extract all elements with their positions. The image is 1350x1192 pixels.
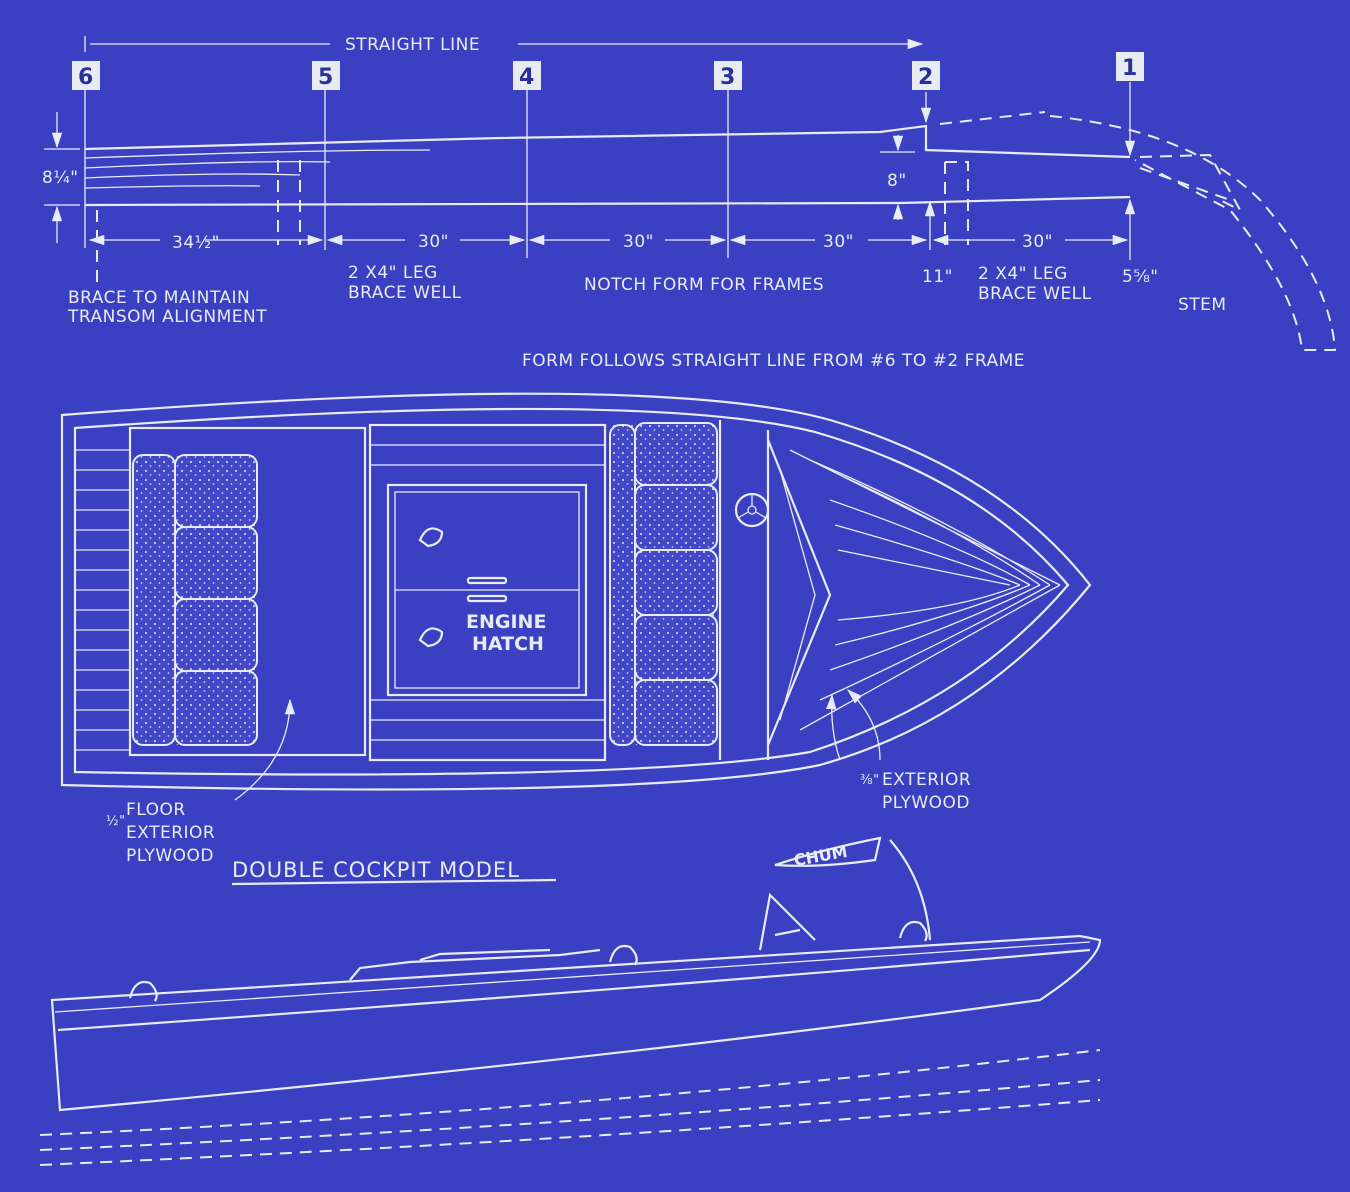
note-stem: STEM [1178, 295, 1227, 315]
floor-line2: EXTERIOR [126, 823, 215, 843]
frame-3-label: 3 [720, 65, 735, 90]
deck-fraction: ⅜" [860, 773, 880, 788]
deck-line2: PLYWOOD [882, 793, 970, 813]
drawing-title: DOUBLE COCKPIT MODEL [232, 858, 520, 882]
plan-view: ENGINE HATCH ½" FLOOR EXTERIOR PLYWOOD [60, 392, 1092, 866]
note-leg-aft-line2: BRACE WELL [348, 283, 462, 303]
note-leg-aft-line1: 2 X4" LEG [348, 263, 438, 283]
frame-1-label: 1 [1122, 56, 1137, 81]
floor-line1: FLOOR [126, 800, 186, 820]
steering-wheel-icon [734, 492, 770, 528]
pennant-flag [774, 836, 882, 867]
hatch-vent-icon[interactable] [418, 527, 444, 648]
dim-span-3-2: 30" [823, 232, 854, 252]
side-view: CHUM [39, 836, 1102, 1166]
aft-deck-planks [75, 449, 130, 751]
windshield [766, 439, 832, 746]
dim-stem-offset: 5⅝" [1122, 267, 1159, 287]
aft-seat-cushions [132, 454, 258, 746]
note-leg-fwd-line2: BRACE WELL [978, 284, 1092, 304]
note-form-follows: FORM FOLLOWS STRAIGHT LINE FROM #6 TO #2… [522, 351, 1025, 371]
form-elevation: STRAIGHT LINE 6 5 4 3 2 1 8¼" [42, 35, 1337, 371]
dim-span-5-4: 30" [418, 232, 449, 252]
dim-aft-span: 34½" [172, 233, 220, 253]
dim-height-fwd: 8" [887, 171, 907, 191]
frame-markers: 6 5 4 3 2 1 [72, 52, 1144, 90]
engine-hatch-line2[interactable]: HATCH [472, 633, 544, 655]
flag-staff [889, 839, 932, 941]
note-brace-line2: TRANSOM ALIGNMENT [67, 307, 267, 327]
dim-span-4-3: 30" [623, 232, 654, 252]
dim-span-2-1: 30" [1022, 232, 1053, 252]
floor-line3: PLYWOOD [126, 846, 214, 866]
frame-5-label: 5 [318, 65, 333, 90]
straight-line-label: STRAIGHT LINE [345, 35, 480, 55]
dim-notch-offset: 11" [922, 267, 953, 287]
engine-hatch[interactable]: ENGINE HATCH [386, 483, 588, 697]
deck-line1: EXTERIOR [882, 770, 971, 790]
fwd-deck-planks [789, 449, 1061, 731]
note-notch: NOTCH FORM FOR FRAMES [584, 275, 824, 295]
dim-height-aft: 8¼" [42, 168, 79, 188]
hatch-handle-icon[interactable] [466, 576, 508, 585]
frame-6-label: 6 [78, 65, 93, 90]
fwd-seat-cushions [609, 422, 718, 746]
frame-4-label: 4 [519, 65, 534, 90]
note-brace-line1: BRACE TO MAINTAIN [68, 288, 250, 308]
engine-hatch-line1[interactable]: ENGINE [466, 611, 546, 633]
note-leg-fwd-line1: 2 X4" LEG [978, 264, 1068, 284]
frame-2-label: 2 [918, 65, 933, 90]
floor-fraction: ½" [106, 814, 126, 829]
